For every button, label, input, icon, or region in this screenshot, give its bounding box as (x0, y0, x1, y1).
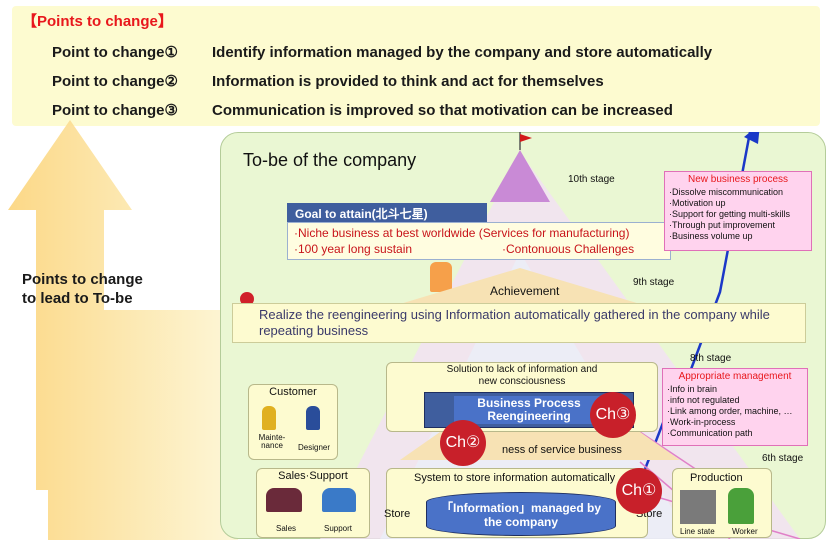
solution-line-1: Solution to lack of information and (446, 364, 598, 375)
goal-line-1: ·Niche business at best worldwide (Servi… (294, 226, 630, 240)
store-system-title: System to store information automaticall… (414, 472, 616, 484)
new-process-title: New business process (687, 174, 789, 185)
point-1-text: Identify information managed by the comp… (212, 44, 713, 61)
point-1-number: Point to change① (52, 44, 178, 61)
customer-title: Customer (269, 386, 317, 398)
appropriate-item: ·Info in brain (667, 384, 718, 394)
sales-support-title: Sales·Support (278, 470, 348, 482)
point-3-number: Point to change③ (52, 102, 178, 119)
maintenance-label: Mainte- nance (254, 434, 290, 450)
worker-icon (728, 488, 754, 524)
goal-line-2b: ·Contonuous Challenges (502, 242, 635, 256)
achievement-label: Achievement (490, 284, 560, 298)
point-2-text: Information is provided to think and act… (212, 73, 604, 90)
production-title: Production (690, 472, 743, 484)
goal-box (287, 222, 671, 260)
appropriate-item: ·Link among order, machine, … (667, 406, 793, 416)
info-line-1: 「Information」managed by (440, 501, 601, 515)
line-state-label: Line state (680, 527, 715, 536)
sales-people-icon (266, 488, 302, 512)
info-line-2: the company (483, 515, 558, 529)
diagram-title: To-be of the company (243, 150, 417, 170)
info-database: 「Information」managed by the company (426, 492, 616, 536)
maintenance-label-1: Mainte- (258, 433, 286, 442)
left-label-line1: Points to change (22, 271, 143, 288)
new-process-item: ·Support for getting multi-skills (669, 209, 791, 219)
bpr-line-2: Reengineering (487, 409, 571, 423)
realize-box: Realize the reengineering using Informat… (232, 303, 806, 343)
solution-text: Solution to lack of information and new … (386, 364, 658, 388)
bpr-label: Business Process Reengineering (454, 396, 604, 424)
pin-icon (240, 292, 254, 306)
stage-8: 8th stage (690, 353, 732, 364)
point-3-text: Communication is improved so that motiva… (212, 102, 673, 119)
points-panel (12, 6, 820, 126)
solution-line-2: new consciousness (478, 376, 566, 387)
new-process-item: ·Through put improvement (669, 220, 776, 230)
worker-label: Worker (732, 527, 758, 536)
u-turn-arrow (8, 120, 238, 540)
line-state-icon (680, 490, 716, 524)
designer-label: Designer (298, 443, 331, 452)
store-left-label: Store (384, 508, 411, 520)
stage-10: 10th stage (568, 174, 615, 185)
support-label: Support (324, 524, 353, 533)
designer-person-icon (306, 406, 320, 430)
left-label-line2: to lead to To-be (22, 290, 133, 307)
new-process-item: ·Business volume up (669, 231, 753, 241)
appropriate-item: ·info not regulated (667, 395, 740, 405)
ch2-badge: Ch② (440, 420, 486, 466)
climber-icon (430, 262, 452, 292)
bpr-line-1: Business Process (477, 396, 581, 410)
stage-6: 6th stage (762, 453, 804, 464)
maintenance-person-icon (262, 406, 276, 430)
point-3: Point to change③ Communication is improve… (52, 101, 673, 119)
goal-line-2a: ·100 year long sustain (294, 242, 413, 256)
point-2-number: Point to change② (52, 73, 178, 90)
point-2: Point to change② Information is provided … (52, 72, 604, 90)
goal-title: Goal to attain(北斗七星) (287, 203, 487, 223)
sales-label: Sales (276, 524, 297, 533)
achievement-arrow (400, 268, 640, 304)
maintenance-label-2: nance (261, 441, 283, 450)
new-process-item: ·Dissolve miscommunication (669, 187, 784, 197)
ch1-badge: Ch① (616, 468, 662, 514)
service-text: ness of service business (502, 444, 622, 456)
support-people-icon (322, 488, 356, 512)
new-process-item: ·Motivation up (669, 198, 726, 208)
point-1: Point to change① Identify information man… (52, 43, 712, 61)
appropriate-callout: Appropriate management ·Info in brain ·i… (662, 368, 808, 446)
appropriate-item: ·Communication path (667, 428, 753, 438)
points-title: 【Points to change】 (22, 13, 173, 30)
appropriate-title: Appropriate management (678, 371, 792, 382)
new-process-callout: New business process ·Dissolve miscommun… (664, 171, 812, 251)
appropriate-item: ·Work-in-process (667, 417, 736, 427)
left-label: Points to change to lead to To-be (22, 270, 143, 308)
stage-9: 9th stage (633, 277, 675, 288)
ch3-badge: Ch③ (590, 392, 636, 438)
